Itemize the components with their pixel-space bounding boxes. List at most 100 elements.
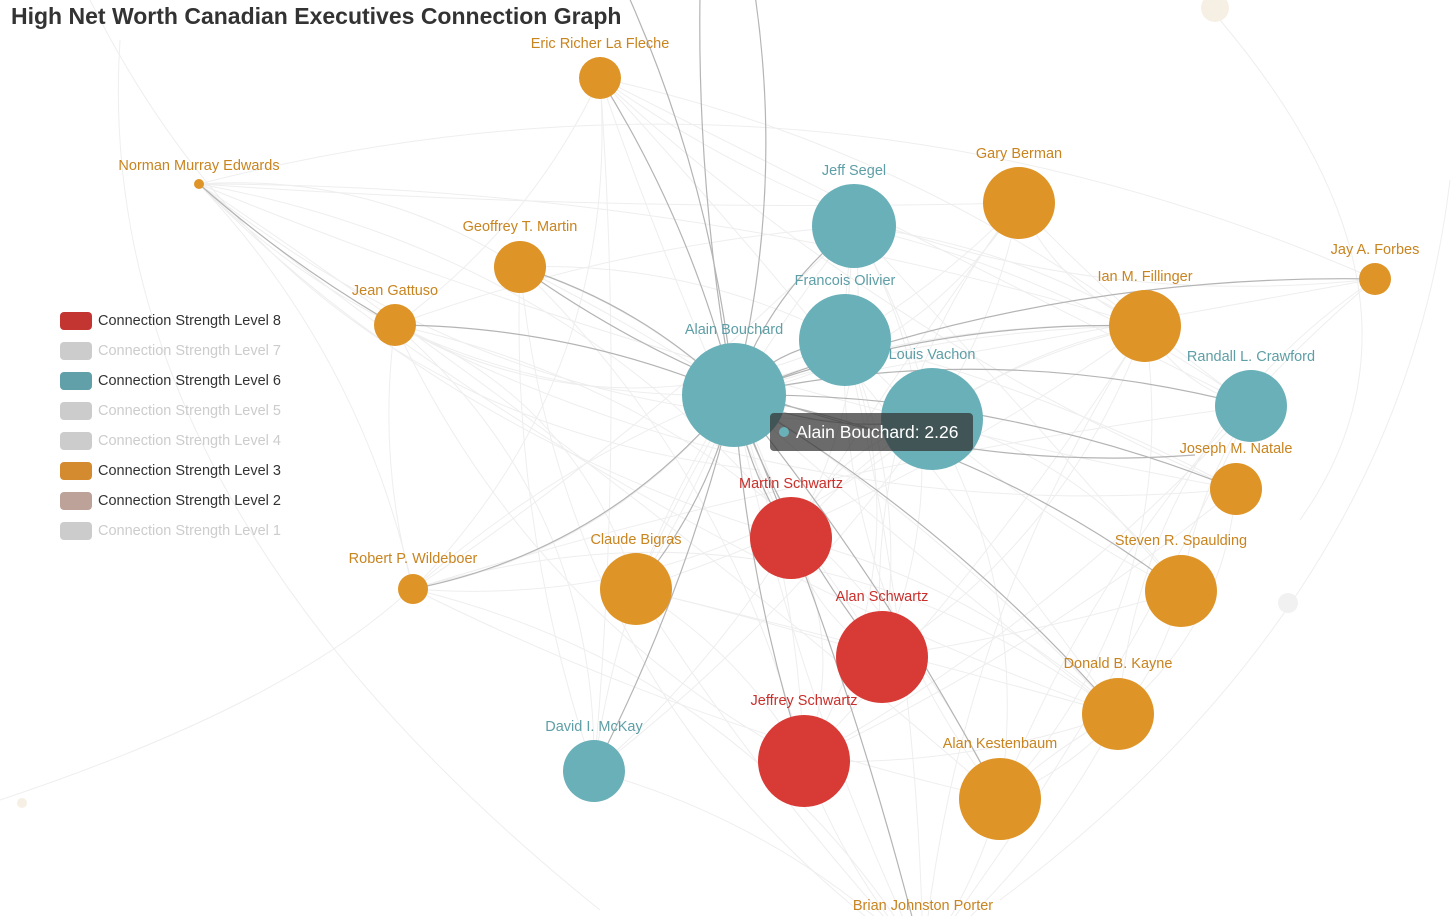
faded-edge — [803, 325, 1146, 762]
faded-edge — [999, 179, 1451, 901]
faded-nodes-layer — [17, 0, 1298, 808]
faded-edge — [198, 183, 1146, 327]
legend-item-level-8[interactable]: Connection Strength Level 8 — [60, 306, 281, 336]
faded-edge — [999, 325, 1153, 800]
faded-edge — [844, 339, 1182, 592]
node-label-louis-vachon: Louis Vachon — [889, 347, 976, 363]
edge-offscreen — [733, 0, 767, 396]
faded-edge — [394, 324, 846, 389]
faded-edge — [198, 182, 521, 268]
node-donald-b-kayne[interactable] — [1082, 678, 1154, 750]
node-joseph-m-natale[interactable] — [1210, 463, 1262, 515]
faded-edge — [593, 770, 875, 916]
legend-label: Connection Strength Level 3 — [98, 463, 281, 479]
faded-edge — [518, 266, 595, 772]
node-gary-berman[interactable] — [983, 167, 1055, 239]
faded-edge — [599, 77, 1237, 490]
node-alain-bouchard[interactable] — [682, 343, 786, 447]
legend-swatch — [60, 402, 92, 420]
faded-edge — [733, 394, 903, 916]
legend-label: Connection Strength Level 2 — [98, 493, 281, 509]
node-alan-kestenbaum[interactable] — [959, 758, 1041, 840]
faded-edge — [394, 324, 1001, 800]
node-label-gary-berman: Gary Berman — [976, 146, 1062, 162]
faded-edge — [198, 183, 1119, 715]
faded-edge — [198, 123, 1376, 280]
faded-edge — [790, 225, 859, 539]
node-label-steven-r-spaulding: Steven R. Spaulding — [1115, 533, 1247, 549]
faded-edge — [412, 588, 895, 916]
node-geoffrey-t-martin[interactable] — [494, 241, 546, 293]
node-label-jeffrey-schwartz: Jeffrey Schwartz — [751, 693, 858, 709]
node-martin-schwartz[interactable] — [750, 497, 832, 579]
faded-edge — [519, 266, 866, 916]
legend-item-level-4[interactable]: Connection Strength Level 4 — [60, 426, 281, 456]
legend-label: Connection Strength Level 6 — [98, 373, 281, 389]
node-jeff-segel[interactable] — [812, 184, 896, 268]
legend: Connection Strength Level 8 Connection St… — [60, 306, 281, 546]
legend-item-level-7[interactable]: Connection Strength Level 7 — [60, 336, 281, 366]
faded-edge — [412, 418, 933, 592]
edge-alain-bouchard-ian-m-fillinger — [733, 324, 1146, 396]
node-label-randall-l-crawford: Randall L. Crawford — [1187, 349, 1315, 365]
node-ian-m-fillinger[interactable] — [1109, 290, 1181, 362]
faded-edge — [970, 713, 1119, 916]
faded-edge — [599, 77, 792, 539]
tooltip-text: Alain Bouchard: 2.26 — [796, 421, 959, 442]
node-label-alan-schwartz: Alan Schwartz — [836, 589, 929, 605]
faded-node — [1201, 0, 1229, 22]
node-jeffrey-schwartz[interactable] — [758, 715, 850, 807]
edge-jean-gattuso-norman-murray-edwards — [198, 183, 396, 326]
legend-swatch — [60, 312, 92, 330]
legend-swatch — [60, 492, 92, 510]
node-jean-gattuso[interactable] — [374, 304, 416, 346]
legend-item-level-3[interactable]: Connection Strength Level 3 — [60, 456, 281, 486]
faded-edge — [593, 418, 933, 772]
node-francois-olivier[interactable] — [799, 294, 891, 386]
faded-edge — [803, 405, 1252, 762]
node-david-i-mckay[interactable] — [563, 740, 625, 802]
node-robert-p-wildeboer[interactable] — [398, 574, 428, 604]
faded-edge — [89, 0, 761, 471]
faded-edge — [853, 225, 1182, 592]
node-label-geoffrey-t-martin: Geoffrey T. Martin — [463, 219, 578, 235]
legend-item-level-6[interactable]: Connection Strength Level 6 — [60, 366, 281, 396]
faded-edge — [803, 488, 1237, 762]
faded-edge — [412, 405, 1252, 590]
node-label-norman-murray-edwards: Norman Murray Edwards — [118, 158, 279, 174]
node-norman-murray-edwards[interactable] — [194, 179, 204, 189]
faded-edge — [0, 579, 421, 801]
edge-alain-bouchard-robert-p-wildeboer — [412, 394, 735, 590]
node-randall-l-crawford[interactable] — [1215, 370, 1287, 442]
legend-label: Connection Strength Level 5 — [98, 403, 281, 419]
node-tooltip: Alain Bouchard: 2.26 — [770, 413, 973, 451]
legend-swatch — [60, 432, 92, 450]
node-label-eric-richer-la-fleche: Eric Richer La Fleche — [531, 36, 670, 52]
faded-edge — [117, 39, 601, 911]
faded-edge — [1219, 19, 1363, 521]
faded-edge — [599, 77, 1146, 327]
legend-label: Connection Strength Level 8 — [98, 313, 281, 329]
faded-edge — [394, 225, 855, 326]
node-jay-a-forbes[interactable] — [1359, 263, 1391, 295]
legend-item-level-5[interactable]: Connection Strength Level 5 — [60, 396, 281, 426]
faded-edge — [599, 77, 1119, 715]
node-alan-schwartz[interactable] — [836, 611, 928, 703]
legend-item-level-2[interactable]: Connection Strength Level 2 — [60, 486, 281, 516]
nodes-layer — [194, 57, 1391, 840]
tooltip-dot — [779, 427, 789, 437]
legend-label: Connection Strength Level 7 — [98, 343, 281, 359]
node-steven-r-spaulding[interactable] — [1145, 555, 1217, 627]
node-label-jeff-segel: Jeff Segel — [822, 163, 886, 179]
node-label-alain-bouchard: Alain Bouchard — [685, 322, 783, 338]
faded-edge — [394, 324, 1237, 497]
node-claude-bigras[interactable] — [600, 553, 672, 625]
faded-edge — [394, 77, 601, 326]
node-eric-richer-la-fleche[interactable] — [579, 57, 621, 99]
faded-edge — [999, 278, 1376, 800]
faded-edge — [412, 77, 603, 590]
faded-edge — [1117, 278, 1376, 715]
legend-item-level-1[interactable]: Connection Strength Level 1 — [60, 516, 281, 546]
